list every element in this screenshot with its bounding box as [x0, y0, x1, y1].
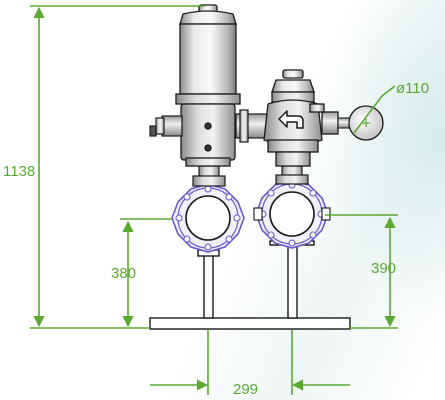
base-plate	[149, 317, 351, 330]
base-frame	[149, 240, 351, 330]
right-leg	[287, 245, 298, 319]
curved-arrow-icon	[278, 110, 304, 129]
valve-top-knob	[282, 69, 304, 79]
right-flange-tab-2	[321, 207, 331, 221]
filter-bowl-base	[185, 157, 231, 167]
right-flange	[253, 179, 331, 249]
pressure-gauge-icon	[337, 105, 384, 141]
filter-band	[175, 93, 241, 105]
filter-drain-knob-2	[204, 144, 212, 152]
control-valve	[263, 69, 339, 167]
filter-housing	[179, 23, 237, 95]
label-gauge-diameter: ø110	[396, 80, 429, 97]
dimension-lines	[30, 5, 398, 395]
valve-bonnet	[271, 79, 315, 93]
label-inlet-height: 380	[111, 265, 136, 282]
filter-dome	[179, 10, 237, 25]
label-pipe-spacing: 299	[233, 381, 258, 398]
left-leg	[203, 251, 214, 319]
left-flange	[171, 183, 245, 253]
label-outlet-height: 390	[371, 260, 396, 277]
filter-drain-knob	[204, 122, 212, 130]
manifold-pipe	[149, 109, 269, 143]
valve-side-port	[321, 111, 339, 135]
dim-gauge-leader	[353, 85, 396, 134]
valve-lower-collar	[267, 139, 319, 153]
dimension-labels: 1138 380 390 299 ø110	[3, 80, 429, 398]
flange-necks	[192, 165, 309, 187]
disc-filter	[175, 4, 241, 167]
right-flange-tab	[253, 207, 263, 221]
valve-side-port-2	[309, 103, 325, 113]
label-total-height: 1138	[3, 163, 35, 180]
valve-bottom-nut	[275, 151, 311, 167]
